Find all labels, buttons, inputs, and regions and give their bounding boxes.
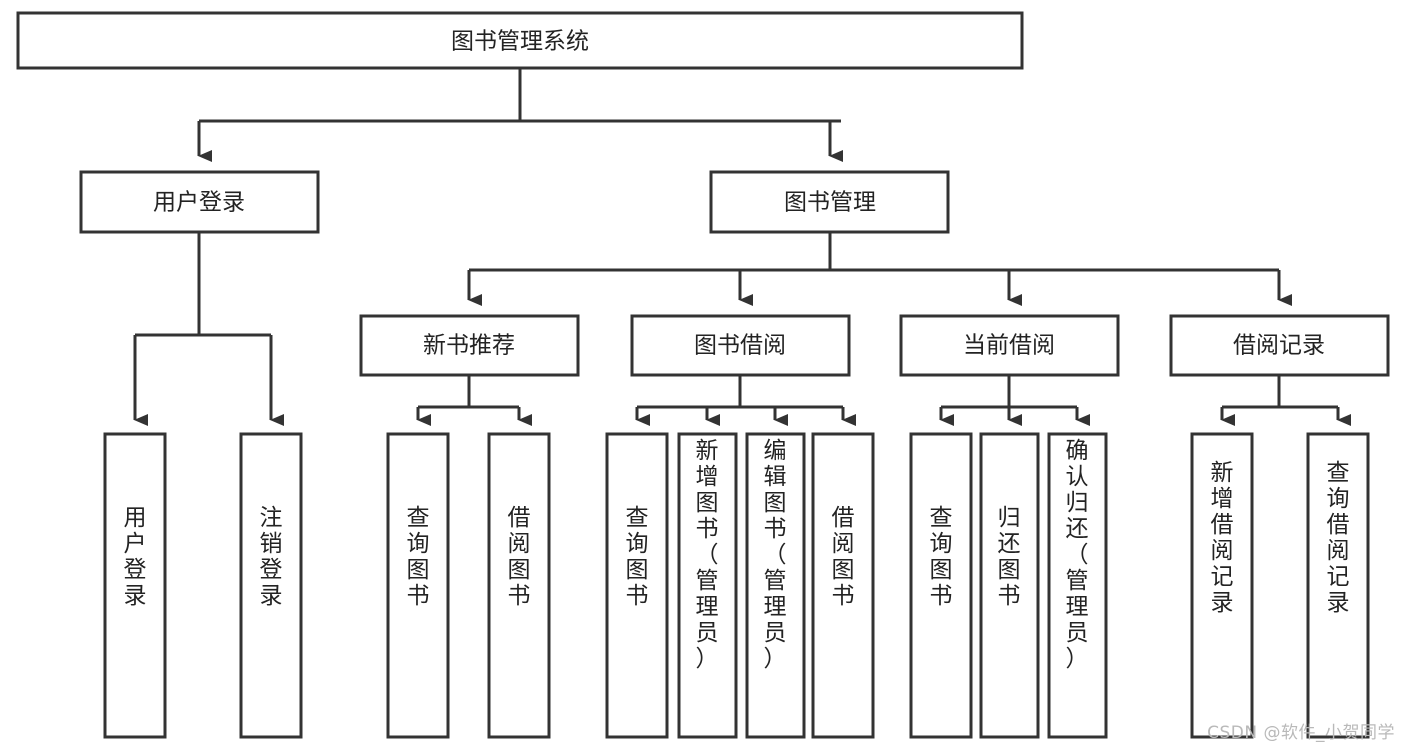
node-leaf-cur-return-label: 归还图书	[998, 505, 1021, 609]
connector-bookmanage-to-level3	[467, 232, 1292, 306]
connector-root-to-level2	[197, 68, 843, 162]
node-leaf-borrow-query-label: 查询图书	[626, 505, 649, 609]
node-new-book-rec[interactable]: 新书推荐	[359, 314, 580, 377]
node-leaf-borrow-edit[interactable]: 编辑图书（管理员）	[745, 432, 806, 739]
node-leaf-rec-borrow[interactable]: 借阅图书	[487, 432, 551, 739]
node-leaf-cur-query-label: 查询图书	[930, 505, 953, 609]
node-leaf-borrow-edit-label: 编辑图书（管理员）	[764, 438, 787, 672]
node-leaf-user-login[interactable]: 用户登录	[103, 432, 167, 739]
node-leaf-rec-query[interactable]: 查询图书	[386, 432, 450, 739]
node-leaf-borrow-query[interactable]: 查询图书	[605, 432, 669, 739]
node-book-manage-label: 图书管理	[784, 190, 876, 216]
node-leaf-borrow-lend[interactable]: 借阅图书	[811, 432, 875, 739]
node-leaf-user-logout-label: 注销登录	[260, 505, 283, 609]
node-user-login[interactable]: 用户登录	[79, 170, 320, 234]
node-leaf-user-login-label: 用户登录	[124, 505, 147, 609]
connector-userlogin-to-leaves	[133, 232, 284, 426]
node-leaf-borrow-add-label: 新增图书（管理员）	[696, 438, 719, 672]
node-new-book-rec-label: 新书推荐	[423, 333, 515, 359]
node-leaf-cur-confirm[interactable]: 确认归还（管理员）	[1047, 432, 1108, 739]
node-leaf-cur-return[interactable]: 归还图书	[979, 432, 1040, 739]
node-leaf-borrow-add[interactable]: 新增图书（管理员）	[677, 432, 738, 739]
node-book-borrow-label: 图书借阅	[694, 333, 786, 359]
node-borrow-record[interactable]: 借阅记录	[1169, 314, 1390, 377]
node-leaf-rec-add-label: 新增借阅记录	[1211, 460, 1234, 616]
node-leaf-rec-add[interactable]: 新增借阅记录	[1190, 432, 1254, 739]
connector-currentborrow-to-leaves	[939, 375, 1090, 426]
node-book-borrow[interactable]: 图书借阅	[630, 314, 851, 377]
node-borrow-record-label: 借阅记录	[1233, 333, 1325, 359]
node-book-manage[interactable]: 图书管理	[709, 170, 950, 234]
node-leaf-rec-search-label: 查询借阅记录	[1327, 460, 1350, 616]
node-leaf-rec-search[interactable]: 查询借阅记录	[1306, 432, 1370, 739]
node-root[interactable]: 图书管理系统	[16, 11, 1024, 70]
node-user-login-label: 用户登录	[153, 190, 245, 216]
node-leaf-cur-confirm-label: 确认归还（管理员）	[1066, 438, 1089, 672]
node-root-label: 图书管理系统	[451, 29, 589, 55]
connector-bookborrow-to-leaves	[635, 375, 856, 426]
node-leaf-borrow-lend-label: 借阅图书	[832, 505, 855, 609]
node-current-borrow-label: 当前借阅	[963, 333, 1055, 359]
node-current-borrow[interactable]: 当前借阅	[899, 314, 1120, 377]
connector-borrowrecord-to-leaves	[1220, 375, 1351, 426]
node-leaf-rec-query-label: 查询图书	[407, 505, 430, 609]
node-leaf-cur-query[interactable]: 查询图书	[909, 432, 973, 739]
node-leaf-user-logout[interactable]: 注销登录	[239, 432, 303, 739]
connector-newbookrec-to-leaves	[416, 375, 532, 426]
node-leaf-rec-borrow-label: 借阅图书	[508, 505, 531, 609]
